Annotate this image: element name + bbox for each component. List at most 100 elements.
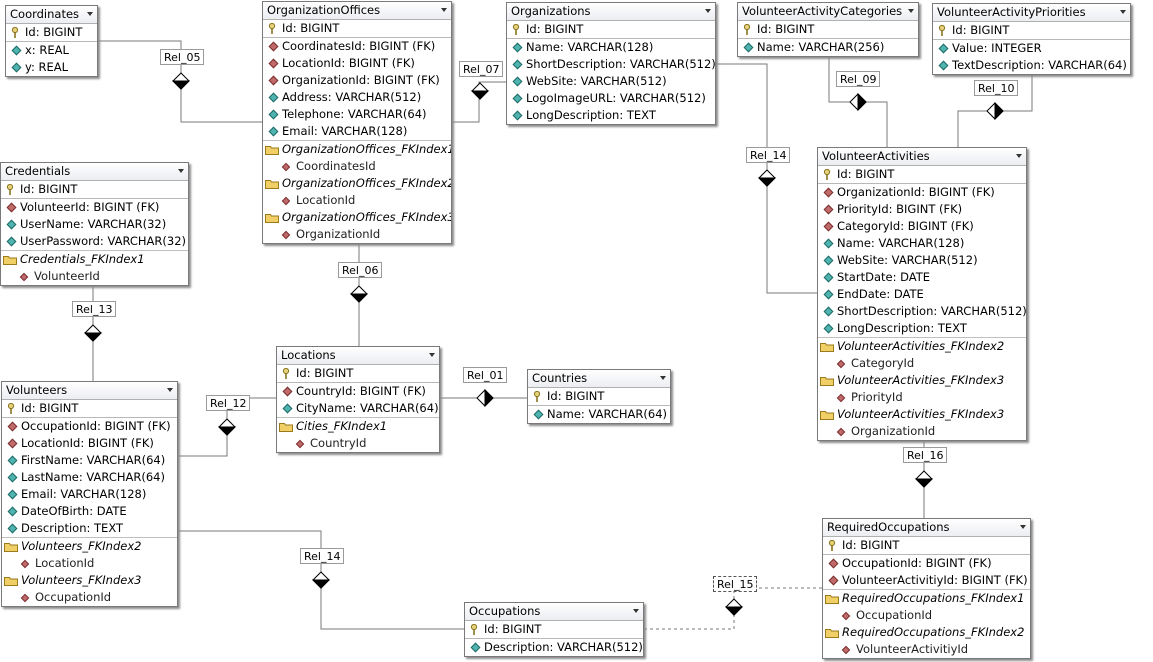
column-row[interactable]: VolunteerId: BIGINT (FK) — [1, 199, 188, 216]
dropdown-arrow-icon[interactable] — [705, 9, 711, 13]
entity-occupations[interactable]: Occupations Id: BIGINT Description: VARC… — [464, 602, 644, 657]
entity-volunteer-activity-categories[interactable]: VolunteerActivityCategories Id: BIGINT N… — [737, 2, 919, 57]
index-row[interactable]: Volunteers_FKIndex2 — [2, 537, 177, 555]
column-row[interactable]: LocationId: BIGINT (FK) — [263, 55, 451, 72]
primary-key-row[interactable]: Id: BIGINT — [823, 537, 1030, 555]
column-row[interactable]: x: REAL — [6, 42, 97, 59]
entity-header[interactable]: Credentials — [1, 163, 188, 181]
rel-13-label[interactable]: Rel_13 — [72, 301, 117, 317]
entity-volunteer-activities[interactable]: VolunteerActivities Id: BIGINT Organizat… — [817, 147, 1027, 441]
dropdown-arrow-icon[interactable] — [167, 388, 173, 392]
column-row[interactable]: FirstName: VARCHAR(64) — [2, 452, 177, 469]
entity-organizations[interactable]: Organizations Id: BIGINT Name: VARCHAR(1… — [506, 2, 716, 125]
column-row[interactable]: y: REAL — [6, 59, 97, 76]
column-row[interactable]: OrganizationId: BIGINT (FK) — [263, 72, 451, 89]
column-row[interactable]: OrganizationId: BIGINT (FK) — [818, 184, 1026, 201]
dropdown-arrow-icon[interactable] — [1016, 154, 1022, 158]
column-row[interactable]: CountryId: BIGINT (FK) — [277, 383, 439, 400]
column-row[interactable]: Address: VARCHAR(512) — [263, 89, 451, 106]
index-row[interactable]: Cities_FKIndex1 — [277, 417, 439, 435]
entity-volunteers[interactable]: Volunteers Id: BIGINT OccupationId: BIGI… — [1, 381, 178, 607]
index-row[interactable]: OrganizationOffices_FKIndex3 — [263, 209, 451, 226]
column-row[interactable]: StartDate: DATE — [818, 269, 1026, 286]
rel-14-activities-label[interactable]: Rel_14 — [746, 147, 791, 163]
entity-header[interactable]: VolunteerActivities — [818, 148, 1026, 166]
column-row[interactable]: ShortDescription: VARCHAR(512) — [507, 56, 715, 73]
rel-10-label[interactable]: Rel_10 — [974, 80, 1019, 96]
column-row[interactable]: LastName: VARCHAR(64) — [2, 469, 177, 486]
column-row[interactable]: LocationId: BIGINT (FK) — [2, 435, 177, 452]
index-row[interactable]: Credentials_FKIndex1 — [1, 250, 188, 268]
column-row[interactable]: Name: VARCHAR(128) — [818, 235, 1026, 252]
dropdown-arrow-icon[interactable] — [178, 169, 184, 173]
column-row[interactable]: Name: VARCHAR(128) — [507, 39, 715, 56]
rel-06-label[interactable]: Rel_06 — [338, 262, 383, 278]
column-row[interactable]: CityName: VARCHAR(64) — [277, 400, 439, 417]
index-row[interactable]: OrganizationOffices_FKIndex1 — [263, 140, 451, 158]
column-row[interactable]: Email: VARCHAR(128) — [2, 486, 177, 503]
column-row[interactable]: Telephone: VARCHAR(64) — [263, 106, 451, 123]
primary-key-row[interactable]: Id: BIGINT — [465, 621, 643, 639]
primary-key-row[interactable]: Id: BIGINT — [6, 24, 97, 42]
index-column-row[interactable]: OccupationId — [823, 607, 1030, 624]
index-row[interactable]: OrganizationOffices_FKIndex2 — [263, 175, 451, 192]
primary-key-row[interactable]: Id: BIGINT — [277, 365, 439, 383]
entity-locations[interactable]: Locations Id: BIGINT CountryId: BIGINT (… — [276, 346, 440, 453]
column-row[interactable]: LongDescription: TEXT — [818, 320, 1026, 337]
index-column-row[interactable]: CategoryId — [818, 355, 1026, 372]
primary-key-row[interactable]: Id: BIGINT — [1, 181, 188, 199]
column-row[interactable]: WebSite: VARCHAR(512) — [818, 252, 1026, 269]
column-row[interactable]: Description: VARCHAR(512) — [465, 639, 643, 656]
entity-header[interactable]: OrganizationOffices — [263, 2, 451, 20]
rel-16-label[interactable]: Rel_16 — [903, 447, 948, 463]
index-column-row[interactable]: LocationId — [263, 192, 451, 209]
column-row[interactable]: LongDescription: TEXT — [507, 107, 715, 124]
column-row[interactable]: VolunteerActivitiyId: BIGINT (FK) — [823, 572, 1030, 589]
index-row[interactable]: RequiredOccupations_FKIndex2 — [823, 624, 1030, 641]
primary-key-row[interactable]: Id: BIGINT — [507, 21, 715, 39]
primary-key-row[interactable]: Id: BIGINT — [933, 22, 1130, 40]
column-row[interactable]: PriorityId: BIGINT (FK) — [818, 201, 1026, 218]
column-row[interactable]: Name: VARCHAR(256) — [738, 39, 918, 56]
entity-header[interactable]: Organizations — [507, 3, 715, 21]
column-row[interactable]: Name: VARCHAR(64) — [528, 406, 670, 423]
entity-header[interactable]: VolunteerActivityPriorities — [933, 4, 1130, 22]
index-column-row[interactable]: LocationId — [2, 555, 177, 572]
rel-12-label[interactable]: Rel_12 — [206, 395, 251, 411]
index-column-row[interactable]: CoordinatesId — [263, 158, 451, 175]
primary-key-row[interactable]: Id: BIGINT — [2, 400, 177, 418]
entity-header[interactable]: Countries — [528, 370, 670, 388]
column-row[interactable]: ShortDescription: VARCHAR(512) — [818, 303, 1026, 320]
dropdown-arrow-icon[interactable] — [429, 353, 435, 357]
dropdown-arrow-icon[interactable] — [633, 609, 639, 613]
dropdown-arrow-icon[interactable] — [908, 9, 914, 13]
rel-07-label[interactable]: Rel_07 — [459, 61, 504, 77]
column-row[interactable]: TextDescription: VARCHAR(64) — [933, 57, 1130, 74]
entity-required-occupations[interactable]: RequiredOccupations Id: BIGINT Occupatio… — [822, 518, 1031, 659]
rel-15-label[interactable]: Rel_15 — [713, 576, 758, 592]
entity-countries[interactable]: Countries Id: BIGINT Name: VARCHAR(64) — [527, 369, 671, 424]
index-column-row[interactable]: VolunteerId — [1, 268, 188, 285]
entity-header[interactable]: Occupations — [465, 603, 643, 621]
entity-header[interactable]: Volunteers — [2, 382, 177, 400]
index-column-row[interactable]: CountryId — [277, 435, 439, 452]
primary-key-row[interactable]: Id: BIGINT — [528, 388, 670, 406]
index-row[interactable]: VolunteerActivities_FKIndex3 — [818, 372, 1026, 389]
entity-header[interactable]: VolunteerActivityCategories — [738, 3, 918, 21]
rel-14-volunteers-label[interactable]: Rel_14 — [300, 548, 345, 564]
column-row[interactable]: UserName: VARCHAR(32) — [1, 216, 188, 233]
rel-05-label[interactable]: Rel_05 — [160, 49, 205, 65]
column-row[interactable]: LogoImageURL: VARCHAR(512) — [507, 90, 715, 107]
column-row[interactable]: Description: TEXT — [2, 520, 177, 537]
primary-key-row[interactable]: Id: BIGINT — [818, 166, 1026, 184]
dropdown-arrow-icon[interactable] — [1020, 525, 1026, 529]
rel-09-label[interactable]: Rel_09 — [836, 71, 881, 87]
column-row[interactable]: DateOfBirth: DATE — [2, 503, 177, 520]
entity-header[interactable]: Locations — [277, 347, 439, 365]
index-column-row[interactable]: OrganizationId — [818, 423, 1026, 440]
column-row[interactable]: CategoryId: BIGINT (FK) — [818, 218, 1026, 235]
entity-coordinates[interactable]: Coordinates Id: BIGINT x: REAL y: REAL — [5, 5, 98, 77]
dropdown-arrow-icon[interactable] — [1120, 10, 1126, 14]
column-row[interactable]: UserPassword: VARCHAR(32) — [1, 233, 188, 250]
index-row[interactable]: VolunteerActivities_FKIndex2 — [818, 337, 1026, 355]
